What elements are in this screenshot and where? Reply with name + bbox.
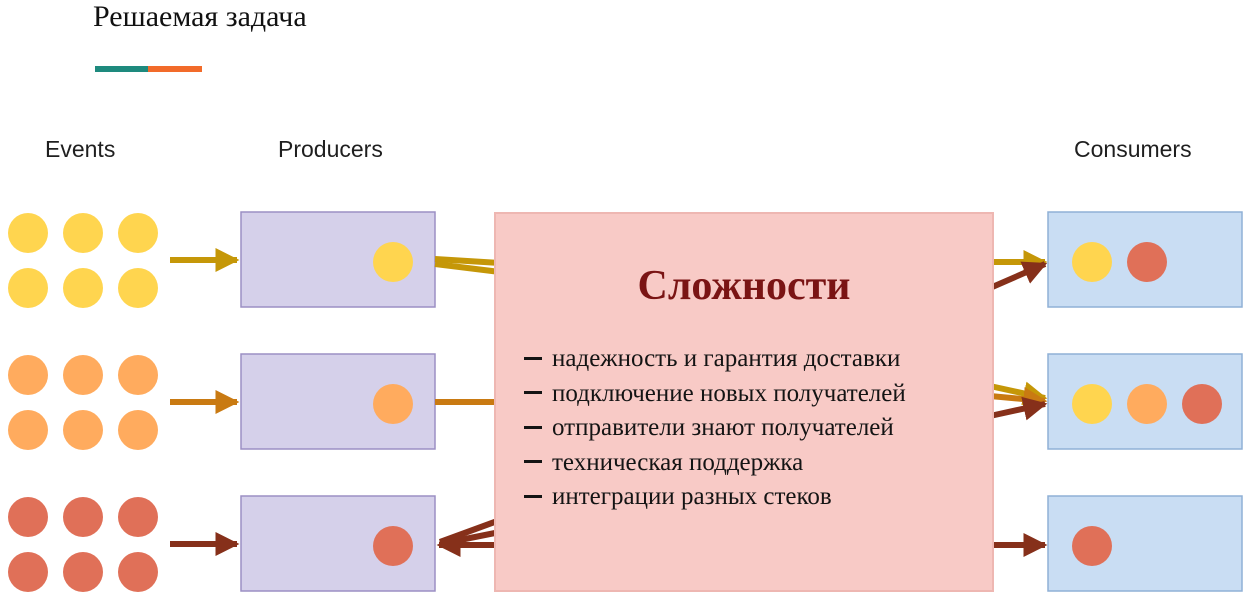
title-underline-orange (148, 66, 202, 72)
event-dot (8, 355, 48, 395)
consumer-event-dot (1127, 384, 1167, 424)
complexities-box (494, 212, 994, 592)
dash-icon (524, 460, 542, 464)
event-dot (8, 268, 48, 308)
event-dot (63, 213, 103, 253)
event-dot (8, 410, 48, 450)
complexities-list: надежность и гарантия доставки подключен… (524, 342, 906, 515)
event-dot (63, 497, 103, 537)
slide-title: Решаемая задача (93, 0, 307, 33)
consumer-event-dot (1072, 242, 1112, 282)
consumer-event-dot (1127, 242, 1167, 282)
event-dot (63, 355, 103, 395)
hub-to-consumer-arrow (989, 396, 1048, 421)
event-dot (8, 213, 48, 253)
complexity-item: надежность и гарантия доставки (524, 342, 906, 377)
event-dot (118, 355, 158, 395)
event-dot (118, 268, 158, 308)
events-header: Events (45, 136, 116, 162)
dash-icon (524, 494, 542, 498)
event-dot (63, 410, 103, 450)
event-dot (118, 497, 158, 537)
consumers-header: Consumers (1074, 136, 1192, 162)
producer-event-dot (373, 384, 413, 424)
event-dot (118, 552, 158, 592)
dash-icon (524, 391, 542, 395)
event-dot (63, 552, 103, 592)
dash-icon (524, 425, 542, 429)
event-dot (8, 552, 48, 592)
complexity-item: отправители знают получателей (524, 411, 906, 446)
title-underline-teal (95, 66, 148, 72)
event-dot (118, 213, 158, 253)
producers-header: Producers (278, 136, 383, 162)
title-underline (95, 66, 202, 72)
producer-to-hub-line (434, 261, 501, 275)
consumer-event-dot (1182, 384, 1222, 424)
complexity-item: интеграции разных стеков (524, 480, 906, 515)
event-dot (63, 268, 103, 308)
consumer-event-dot (1072, 384, 1112, 424)
dash-icon (524, 356, 542, 360)
consumer-event-dot (1072, 526, 1112, 566)
complexities-title: Сложности (637, 263, 851, 309)
hub-to-consumer-arrow (988, 261, 1048, 291)
complexity-item: подключение новых получателей (524, 377, 906, 412)
complexity-item: техническая поддержка (524, 446, 906, 481)
event-dot (8, 497, 48, 537)
event-dot (118, 410, 158, 450)
producer-event-dot (373, 526, 413, 566)
producer-to-hub-line (434, 256, 501, 266)
producer-event-dot (373, 242, 413, 282)
